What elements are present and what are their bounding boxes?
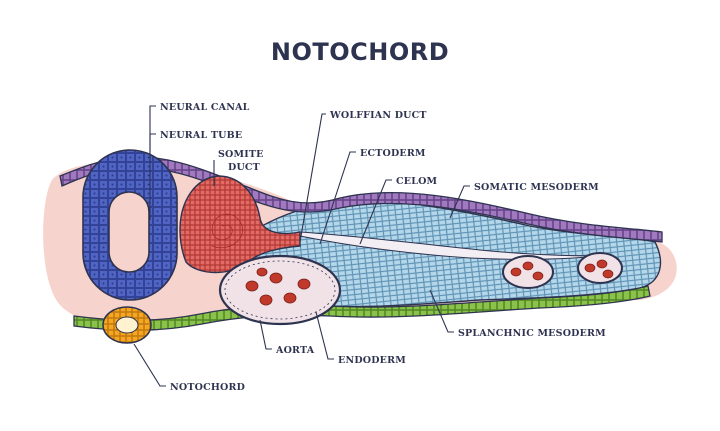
label-somatic-mesoderm: SOMATIC MESODERM <box>474 182 599 193</box>
label-wolffian-duct: WOLFFIAN DUCT <box>329 110 427 121</box>
vessel-1-blood-cells <box>510 261 544 281</box>
aorta-vessel-inner-ring <box>224 260 336 320</box>
somite-spiral <box>211 213 243 249</box>
label-neural-canal: NEURAL CANAL <box>160 102 250 113</box>
label-ectoderm: ECTODERM <box>360 148 426 159</box>
vessel-1 <box>502 255 554 289</box>
aorta-blood-cells <box>245 267 311 306</box>
label-splanchnic-mesoderm: SPLANCHNIC MESODERM <box>458 328 606 339</box>
label-aorta: AORTA <box>275 345 315 356</box>
leader-lines <box>133 105 470 387</box>
vessel-2-blood-cells <box>584 259 614 279</box>
somite-duct <box>179 175 301 274</box>
label-endoderm: ENDODERM <box>338 355 406 366</box>
page-title: NOTOCHORD <box>271 38 449 66</box>
notochord-core <box>115 316 139 334</box>
aorta-vessel <box>218 254 342 326</box>
label-celom: CELOM <box>396 176 438 187</box>
label-somite-line2: DUCT <box>228 162 260 173</box>
label-somite-line1: SOMITE <box>218 149 264 160</box>
label-notochord: NOTOCHORD <box>170 382 245 393</box>
neural-canal <box>108 191 150 273</box>
label-neural-tube: NEURAL TUBE <box>160 130 242 141</box>
